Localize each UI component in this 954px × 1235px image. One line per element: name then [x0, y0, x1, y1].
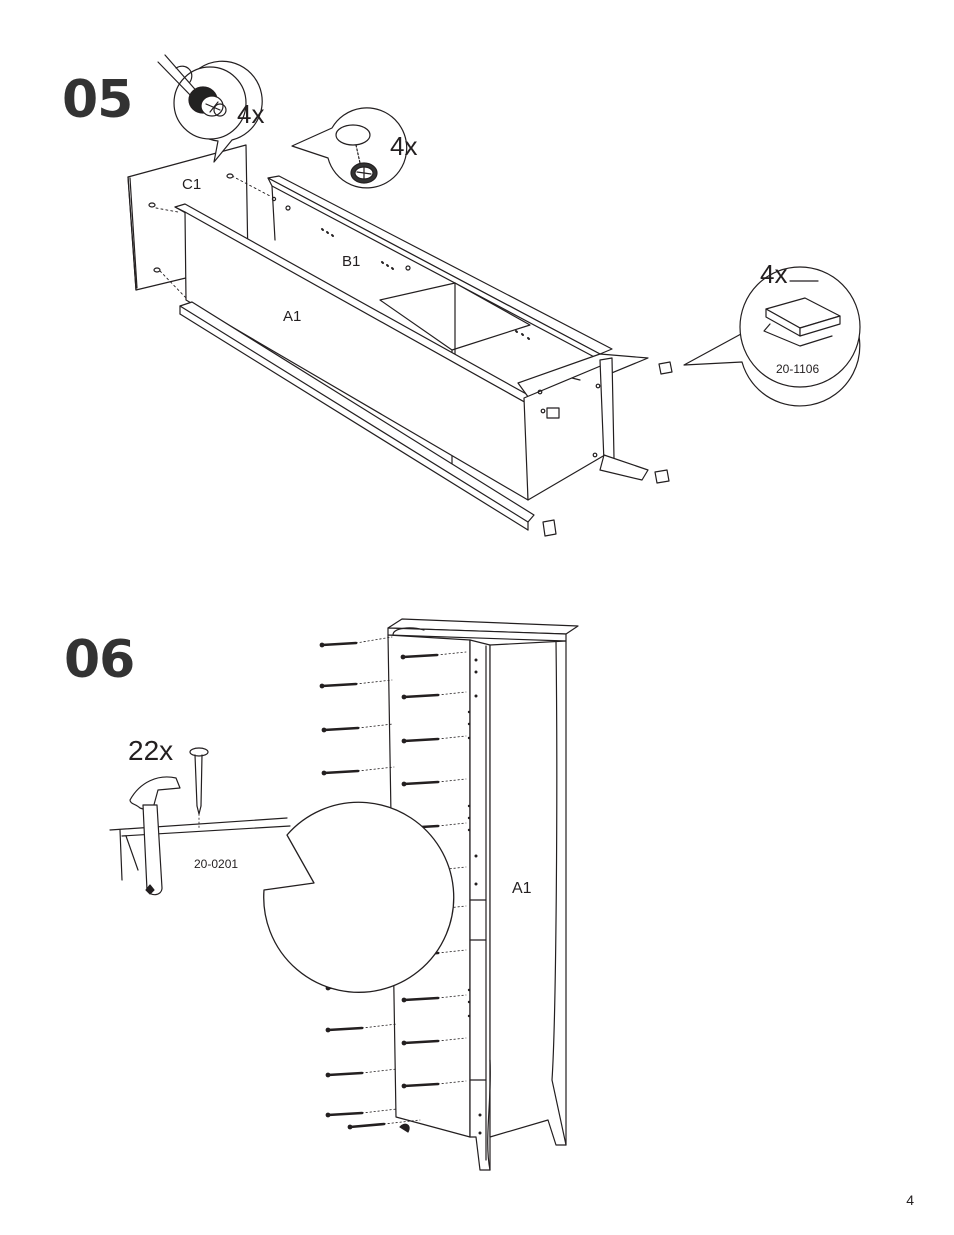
felt-pad-part-number: 20-1106: [776, 362, 819, 376]
nail: [324, 767, 394, 773]
part-label-c1: C1: [182, 176, 201, 193]
part-label-a1: A1: [283, 308, 301, 325]
page-number: 4: [906, 1192, 914, 1208]
nail: [324, 724, 393, 730]
part-label-a1-step06: A1: [512, 880, 532, 897]
nail: [328, 1024, 397, 1030]
part-label-b1: B1: [342, 253, 360, 270]
felt-pad-qty-label: 4x: [760, 259, 787, 289]
nail: [350, 1120, 420, 1127]
nail: [328, 1109, 397, 1115]
end-panel: [518, 354, 648, 500]
nail: [322, 637, 392, 645]
nail-part-number: 20-0201: [194, 857, 238, 871]
cam-hole-qty-label: 4x: [390, 131, 417, 161]
nail-qty-label: 22x: [128, 735, 173, 766]
nail: [328, 1069, 397, 1075]
step-05-drawing: 4x 4x 4x 20-1106 C1 B1 A1: [128, 55, 860, 536]
step-06-drawing: A1 22x 20-0201: [110, 619, 578, 1170]
side-panel-a1: [470, 640, 566, 1170]
cam-lock-qty-label: 4x: [237, 99, 264, 129]
nail: [322, 680, 392, 686]
